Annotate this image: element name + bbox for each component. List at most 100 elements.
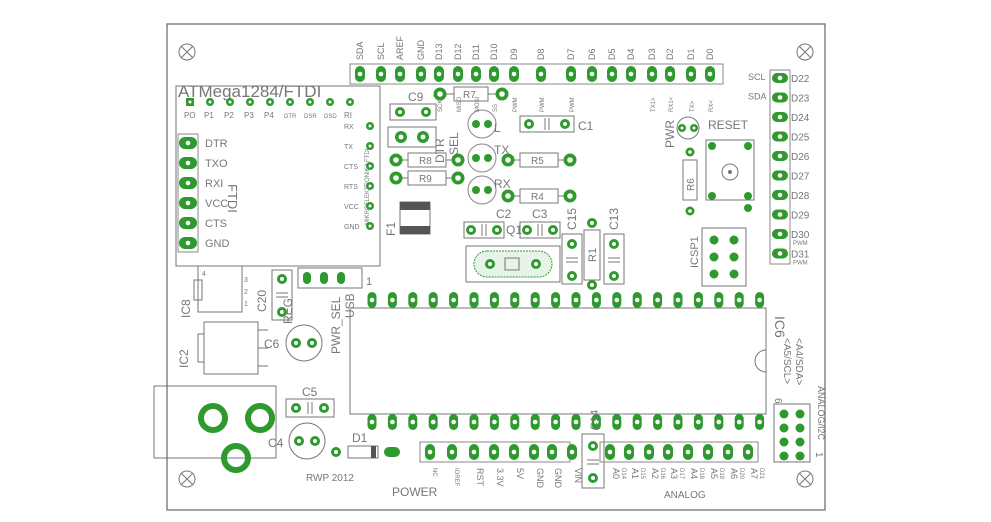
ftdi-left-pin-hole xyxy=(185,160,191,166)
bottom-header-label: A2 xyxy=(650,468,660,479)
ftdi-right-label: VCC xyxy=(344,204,359,211)
top-header-label: D8 xyxy=(536,48,546,60)
ic6-pin-top-hole xyxy=(675,297,681,303)
led-rx-pad xyxy=(472,186,480,194)
capacitor-c20: C20 xyxy=(255,269,293,321)
ftdi-left-pin-hole xyxy=(185,240,191,246)
svg-text:6: 6 xyxy=(772,398,783,404)
svg-text:IC8: IC8 xyxy=(179,299,193,318)
top-header-pin-hole xyxy=(589,71,595,77)
svg-text:SEL: SEL xyxy=(447,132,461,155)
crystal-q1 xyxy=(465,245,561,283)
bottom-header-sublabel: D17 xyxy=(678,468,684,480)
resistor-r5-label: R5 xyxy=(531,156,544,167)
capacitor-c6: C6 xyxy=(264,324,323,362)
led-rx-label: RX xyxy=(494,177,511,191)
led-l-label: L xyxy=(494,121,501,135)
right-header-side-label: PWM xyxy=(793,241,808,247)
svg-text:1: 1 xyxy=(813,452,824,458)
svg-text:C3: C3 xyxy=(532,207,548,221)
top-header-label: D9 xyxy=(509,48,519,60)
resistor-r8-pad-hole xyxy=(393,157,399,163)
ic6-pin-bottom-hole xyxy=(451,419,456,425)
ic6-pin-bottom-hole xyxy=(430,419,436,425)
ftdi-top-label: RI xyxy=(344,111,352,120)
ic6-pin-top-hole xyxy=(532,297,538,303)
ic6-pin-bottom-hole xyxy=(655,419,660,425)
ftdi-left-label: VCC xyxy=(205,198,228,210)
led-rx-pad xyxy=(484,186,492,194)
ic6-pin-bottom-hole xyxy=(390,419,395,425)
ftdi-top-pin-hole xyxy=(308,100,312,104)
ic6-pin-top-hole xyxy=(594,297,599,303)
svg-text:C14: C14 xyxy=(589,410,601,430)
ic6-pin-top-hole xyxy=(512,297,518,303)
top-header-sublabel: SCK xyxy=(438,100,444,112)
ic6-pin-bottom-hole xyxy=(614,419,620,425)
ic6-pin-bottom-hole xyxy=(757,419,762,425)
top-header-label: AREF xyxy=(395,35,405,60)
ic6-pin-top-hole xyxy=(716,297,722,303)
top-header-sublabel: PWM xyxy=(513,97,519,112)
ftdi-top-pin-hole xyxy=(228,100,232,104)
ftdi-right-pin-hole xyxy=(368,124,372,128)
bottom-header-label: A3 xyxy=(669,468,679,479)
ftdi-right-pin-hole xyxy=(368,144,372,148)
ic6-pin-bottom-hole xyxy=(471,419,477,425)
right-header-pin-hole xyxy=(777,192,783,198)
right-header-pin-hole xyxy=(777,75,783,81)
bottom-header-pin-hole xyxy=(646,449,652,455)
ic6-pin-top-hole xyxy=(492,297,497,303)
top-header-label: D12 xyxy=(453,43,463,60)
top-header-label: D4 xyxy=(626,48,636,60)
ic2-regulator: IC2 xyxy=(177,321,268,375)
right-header: D22SCLD23SDAD24D25D26D27D28D29D30PWMD31P… xyxy=(748,69,810,267)
ic6-pin-bottom-hole xyxy=(696,419,701,425)
top-header-pin-hole xyxy=(609,71,615,77)
ic6-pin-top-hole xyxy=(553,297,558,303)
top-header-sublabel: RX< xyxy=(709,100,715,112)
resistor-r8-label: R8 xyxy=(419,156,432,167)
top-header-label: D13 xyxy=(434,43,444,60)
svg-text:C9: C9 xyxy=(408,90,424,104)
top-header-label: SCL xyxy=(376,42,386,60)
ftdi-right-pin-hole xyxy=(368,164,372,168)
bottom-header-sublabel: D15 xyxy=(639,468,645,480)
ftdi-left-label: TXO xyxy=(205,158,228,170)
capacitor-c4: C4 xyxy=(268,422,326,460)
svg-text:RESET: RESET xyxy=(708,118,749,132)
led-l-pad xyxy=(472,120,480,128)
led-l xyxy=(467,109,497,139)
led-tx xyxy=(467,143,497,173)
ftdi-top-pin-hole xyxy=(188,100,192,104)
ic6-pin-bottom-hole xyxy=(553,419,558,425)
ic6-pin-top-hole xyxy=(614,297,620,303)
svg-text:ANALOG/I2C: ANALOG/I2C xyxy=(816,386,826,441)
ic6-pin-bottom-hole xyxy=(675,419,681,425)
resistor-r1: R1 xyxy=(583,218,601,290)
top-header-pin-hole xyxy=(667,71,673,77)
bottom-header-pin-hole xyxy=(725,449,731,455)
top-header-pin-hole xyxy=(378,71,384,77)
ic6-pin-top-hole xyxy=(757,297,762,303)
svg-text:IC6: IC6 xyxy=(772,316,788,338)
bottom-header-label: NC xyxy=(431,468,437,477)
top-header-label: D0 xyxy=(705,48,715,60)
top-header-outline xyxy=(349,63,724,85)
right-header-outline xyxy=(769,69,791,265)
svg-text:PWR: PWR xyxy=(663,120,677,148)
bottom-header-pin-hole xyxy=(705,449,711,455)
top-header-label: GND xyxy=(416,40,426,61)
bottom-header-sublabel: D18 xyxy=(698,468,704,480)
led-rx xyxy=(467,175,497,205)
bottom-header-pin-hole xyxy=(427,449,433,455)
bottom-header-pin-hole xyxy=(531,449,537,455)
svg-text:C5: C5 xyxy=(302,385,318,399)
ftdi-right-label: CTS xyxy=(344,164,358,171)
